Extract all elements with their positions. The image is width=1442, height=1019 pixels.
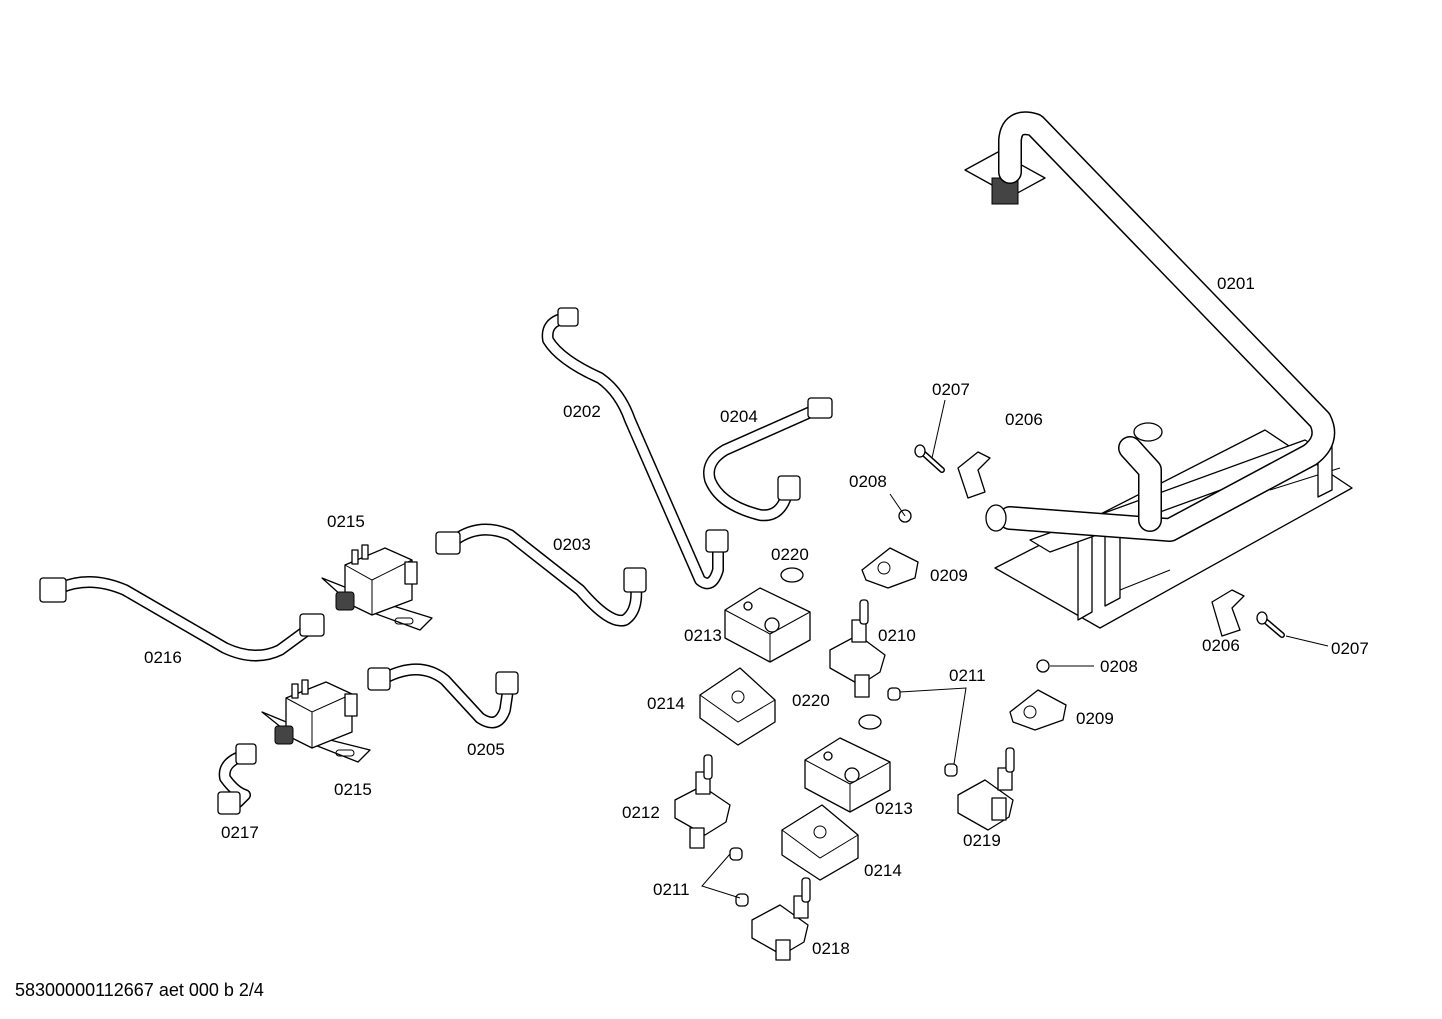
part-0215-valve-lower — [261, 679, 371, 763]
part-0217-pipe — [217, 743, 257, 815]
label-0212: 0212 — [622, 803, 660, 822]
part-0209-bracket-upper — [861, 547, 919, 589]
part-0211-bushing-a — [887, 687, 901, 701]
part-0219-tap — [957, 747, 1015, 831]
label-0207-lower: 0207 — [1331, 639, 1369, 658]
label-0202: 0202 — [563, 402, 601, 421]
label-0216: 0216 — [144, 648, 182, 667]
label-0209-lower: 0209 — [1076, 709, 1114, 728]
label-0209-upper: 0209 — [930, 566, 968, 585]
label-0218: 0218 — [812, 939, 850, 958]
part-0202-pipe — [541, 307, 729, 590]
part-0211-bushing-b — [944, 763, 958, 777]
part-0207-screw-lower — [1256, 611, 1285, 638]
label-0215-upper: 0215 — [327, 512, 365, 531]
label-0215-lower: 0215 — [334, 780, 372, 799]
part-0201-manifold — [964, 111, 1353, 629]
part-0213-block-upper — [724, 587, 811, 663]
part-0203-pipe — [435, 523, 647, 627]
label-0203: 0203 — [553, 535, 591, 554]
part-0212-tap — [674, 754, 731, 849]
part-0218-tap — [751, 877, 811, 961]
leader-lines — [701, 399, 1329, 899]
part-0206-clip-lower — [1211, 589, 1245, 637]
part-0220-washer-lower — [858, 714, 882, 730]
part-0204-pipe — [703, 397, 833, 522]
document-id-footer: 58300000112667 aet 000 b 2/4 — [15, 980, 264, 1000]
label-0220-upper: 0220 — [771, 545, 809, 564]
label-0205: 0205 — [467, 740, 505, 759]
label-0213-upper: 0213 — [684, 626, 722, 645]
label-0210: 0210 — [878, 626, 916, 645]
part-0215-valve-upper — [321, 544, 433, 631]
label-0213-lower: 0213 — [875, 799, 913, 818]
label-0201: 0201 — [1217, 274, 1255, 293]
label-0208-upper: 0208 — [849, 472, 887, 491]
label-0206-lower: 0206 — [1202, 636, 1240, 655]
part-labels: 0201 0202 0203 0204 0205 0206 0206 0207 … — [144, 274, 1369, 958]
label-0219: 0219 — [963, 831, 1001, 850]
part-0214-plate-lower — [781, 804, 859, 881]
label-0211-right: 0211 — [949, 666, 986, 685]
part-0211-bushing-c — [729, 847, 743, 861]
part-0211-bushing-d — [735, 893, 749, 907]
label-0214-upper: 0214 — [647, 694, 685, 713]
part-0214-plate-upper — [699, 667, 776, 746]
part-0207-screw-upper — [914, 444, 945, 473]
label-0211-left: 0211 — [653, 880, 690, 899]
part-0206-clip-upper — [957, 451, 991, 499]
part-0210-tap — [829, 599, 886, 698]
part-0213-block-lower — [804, 737, 891, 813]
part-0209-bracket-lower — [1009, 689, 1067, 731]
label-0214-lower: 0214 — [864, 861, 902, 880]
label-0208-lower: 0208 — [1100, 657, 1138, 676]
part-0205-pipe — [367, 663, 519, 729]
part-0208-washer-lower — [1036, 659, 1050, 673]
label-0220-lower: 0220 — [792, 691, 830, 710]
part-0216-pipe — [39, 575, 325, 662]
label-0207-upper: 0207 — [932, 380, 970, 399]
part-0220-washer-upper — [780, 567, 804, 583]
label-0204: 0204 — [720, 407, 758, 426]
label-0217: 0217 — [221, 823, 259, 842]
label-0206-upper: 0206 — [1005, 410, 1043, 429]
